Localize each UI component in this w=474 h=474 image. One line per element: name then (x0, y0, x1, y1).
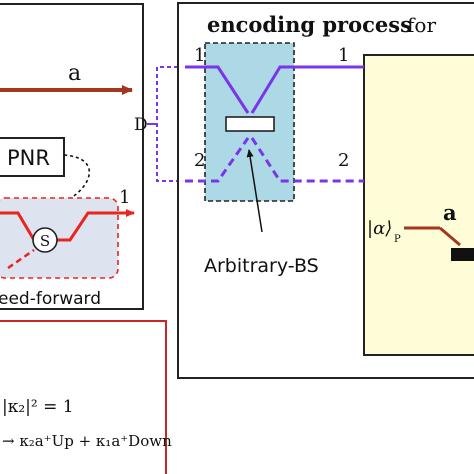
equation-normalization: |κ₂|² = 1 (2, 397, 74, 417)
encoding-panel: encoding process for 1 2 1 2 Arbitrary-B… (177, 2, 474, 379)
coherent-state-subscript: P (394, 234, 401, 245)
output-port-1: 1 (119, 187, 130, 208)
beam-splitter (225, 116, 275, 132)
switch-region (0, 197, 119, 279)
arbitrary-bs-label: Arbitrary-BS (204, 255, 319, 277)
coherent-mode-label: a (443, 200, 457, 225)
mode-a-label: a (68, 61, 81, 86)
port-in-top: 1 (194, 45, 205, 66)
encoding-title-suffix: for (407, 13, 436, 37)
coherent-beam-bend (439, 226, 461, 247)
formula-panel: |κ₂|² = 1 → κ₂a⁺Up + κ₁a⁺Down (0, 320, 172, 474)
pnr-detector (0, 137, 65, 177)
purple-beam-in-top (185, 65, 250, 114)
feed-forward-caption: eed-forward (0, 289, 101, 309)
encoding-title: encoding process (207, 12, 412, 37)
bracket-label: D (134, 115, 148, 135)
equation-mapping: → κ₂a⁺Up + κ₁a⁺Down (2, 432, 172, 450)
pnr-label: PNR (7, 146, 50, 170)
yellow-region (363, 54, 474, 356)
left-panel: a PNR S 1 eed-forward (0, 3, 144, 310)
coherent-state-label: |α⟩ (367, 218, 392, 239)
port-out-bottom: 2 (338, 150, 349, 171)
purple-beam-out-top (250, 65, 364, 114)
bracket-line (156, 66, 178, 182)
switch-label: S (40, 232, 50, 250)
port-out-top: 1 (338, 45, 349, 66)
purple-beam-in-bottom (185, 137, 250, 183)
switch-node (32, 227, 58, 253)
delay-bracket: D (134, 66, 178, 182)
port-in-bottom: 2 (194, 150, 205, 171)
red-beam-dashed (7, 248, 35, 270)
formula-panel-frame (0, 320, 167, 474)
detector-block (451, 248, 474, 261)
bs-pointer (246, 149, 263, 233)
red-beam-out (56, 209, 135, 242)
purple-beam-out-bottom (250, 137, 364, 183)
